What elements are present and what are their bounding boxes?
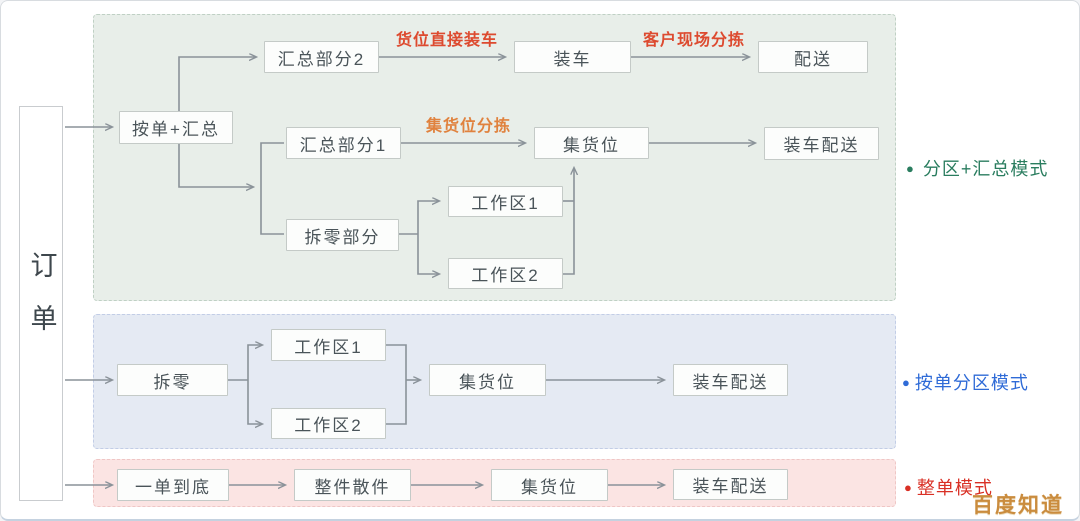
node-workzone2-green: 工作区2 bbox=[448, 258, 563, 289]
bracket-summary1-split bbox=[260, 142, 284, 235]
node-order-plus-summary: 按单+汇总 bbox=[119, 111, 233, 144]
annotation-staging-sorting: 集货位分拣 bbox=[425, 118, 511, 135]
bracket-blue-merge bbox=[386, 344, 407, 425]
node-staging-slot-green: 集货位 bbox=[534, 127, 649, 159]
node-load-delivery-green: 装车配送 bbox=[764, 127, 879, 160]
node-summary-part-1: 汇总部分1 bbox=[286, 127, 401, 159]
node-staging-slot-blue: 集货位 bbox=[429, 364, 546, 396]
legend-label: 按单分区模式 bbox=[914, 373, 1029, 393]
arrow-to-split-bracket bbox=[178, 144, 253, 187]
arrow-group bbox=[65, 57, 755, 485]
node-workzone1-blue: 工作区1 bbox=[271, 329, 386, 361]
node-split-blue: 拆零 bbox=[117, 364, 228, 396]
node-workzone1-green: 工作区1 bbox=[448, 186, 563, 217]
arrow-to-summary2 bbox=[178, 57, 256, 111]
bullet-icon: ● bbox=[906, 160, 915, 176]
node-split-part: 拆零部分 bbox=[286, 219, 399, 251]
node-load-delivery-pink: 装车配送 bbox=[673, 469, 788, 500]
order-text: 订单 bbox=[26, 250, 57, 357]
node-order-source: 订单 订单 bbox=[19, 106, 63, 501]
bullet-icon: ● bbox=[902, 374, 911, 390]
arrow-split-to-workzone1 bbox=[417, 201, 439, 234]
legend-whole-order-mode: ● 整单模式 bbox=[904, 474, 993, 500]
baidu-zhidao-watermark: 百度知道 bbox=[972, 494, 1064, 517]
bullet-icon: ● bbox=[904, 479, 913, 495]
node-summary-part-2: 汇总部分2 bbox=[264, 41, 379, 73]
node-one-order-through: 一单到底 bbox=[117, 469, 229, 501]
arrow-workzones-to-staging bbox=[563, 168, 574, 275]
legend-partition-summary-mode: ● 分区+汇总模式 bbox=[906, 155, 1048, 181]
legend-order-partition-mode: ● 按单分区模式 bbox=[902, 369, 1029, 395]
node-loading: 装车 bbox=[514, 41, 631, 73]
annotation-onsite-sorting: 客户现场分拣 bbox=[642, 32, 745, 49]
node-workzone2-blue: 工作区2 bbox=[271, 408, 386, 439]
node-staging-slot-pink: 集货位 bbox=[491, 469, 608, 501]
annotation-direct-loading: 货位直接装车 bbox=[395, 32, 498, 49]
legend-label: 分区+汇总模式 bbox=[922, 159, 1049, 179]
arrow-split-to-workzone2 bbox=[417, 234, 439, 274]
node-delivery: 配送 bbox=[758, 41, 868, 73]
node-whole-loose-pieces: 整件散件 bbox=[294, 469, 411, 501]
arrow-blue-workzone1 bbox=[247, 345, 262, 380]
legend-label: 整单模式 bbox=[916, 478, 993, 498]
node-load-delivery-blue: 装车配送 bbox=[673, 364, 788, 396]
arrow-blue-workzone2 bbox=[247, 380, 262, 424]
